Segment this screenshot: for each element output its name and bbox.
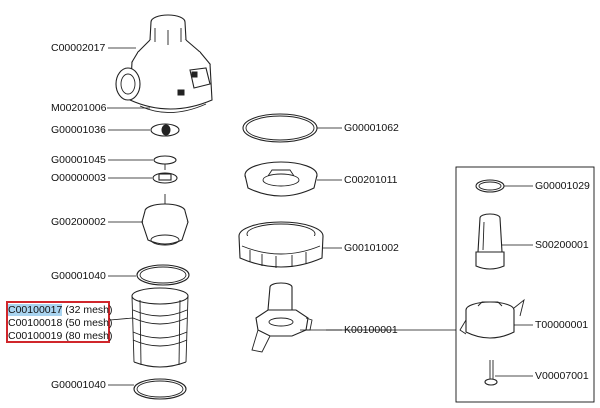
- screen-option-50-mesh[interactable]: C00100018 (50 mesh): [8, 317, 113, 329]
- option-code-80: C00100019: [8, 330, 63, 342]
- ring-nut-part: [238, 221, 324, 268]
- label-g00001045: G00001045: [51, 154, 106, 166]
- screen-cartridge-part: [131, 287, 189, 368]
- label-g00001036: G00001036: [51, 124, 106, 136]
- option-mesh-50: (50 mesh): [65, 317, 113, 329]
- option-mesh-80: (80 mesh): [65, 330, 113, 342]
- screen-options-highlight: [6, 301, 110, 343]
- label-g00200002: G00200002: [51, 216, 106, 228]
- option-code-32: C00100017: [8, 304, 63, 316]
- option-mesh-32: (32 mesh): [65, 304, 113, 316]
- cap-part: [244, 161, 318, 197]
- screen-option-32-mesh[interactable]: C00100017 (32 mesh): [8, 304, 113, 316]
- tool-part: [459, 298, 525, 339]
- o-ring-bottom-part: [133, 378, 187, 400]
- small-ring-part: [150, 123, 180, 137]
- label-g00101002: G00101002: [344, 242, 399, 254]
- label-m00201006: M00201006: [51, 102, 107, 114]
- option-code-50: C00100018: [8, 317, 63, 329]
- label-g00001029: G00001029: [535, 180, 590, 192]
- screen-option-80-mesh[interactable]: C00100019 (80 mesh): [8, 330, 113, 342]
- label-k00100001: K00100001: [344, 324, 398, 336]
- wrench-part: [251, 282, 313, 353]
- tube-part: [475, 213, 505, 270]
- o-ring-top-part: [136, 264, 190, 286]
- label-g00001062: G00001062: [344, 122, 399, 134]
- small-pin-part: [152, 155, 178, 184]
- label-t00000001: T00000001: [535, 319, 589, 331]
- cone-part: [141, 194, 189, 246]
- accessory-box: [455, 166, 595, 403]
- label-c00002017: C00002017: [51, 42, 106, 54]
- label-c00201011: C00201011: [344, 174, 398, 186]
- label-g00001040-bottom: G00001040: [51, 379, 106, 391]
- label-v00007001: V00007001: [535, 370, 589, 382]
- large-o-ring-part: [242, 113, 318, 143]
- label-o00000003: O00000003: [51, 172, 106, 184]
- label-g00001040-top: G00001040: [51, 270, 106, 282]
- label-s00200001: S00200001: [535, 239, 589, 251]
- screw-part: [484, 360, 498, 386]
- small-o-ring-part: [475, 179, 505, 193]
- valve-body-part: [115, 14, 213, 113]
